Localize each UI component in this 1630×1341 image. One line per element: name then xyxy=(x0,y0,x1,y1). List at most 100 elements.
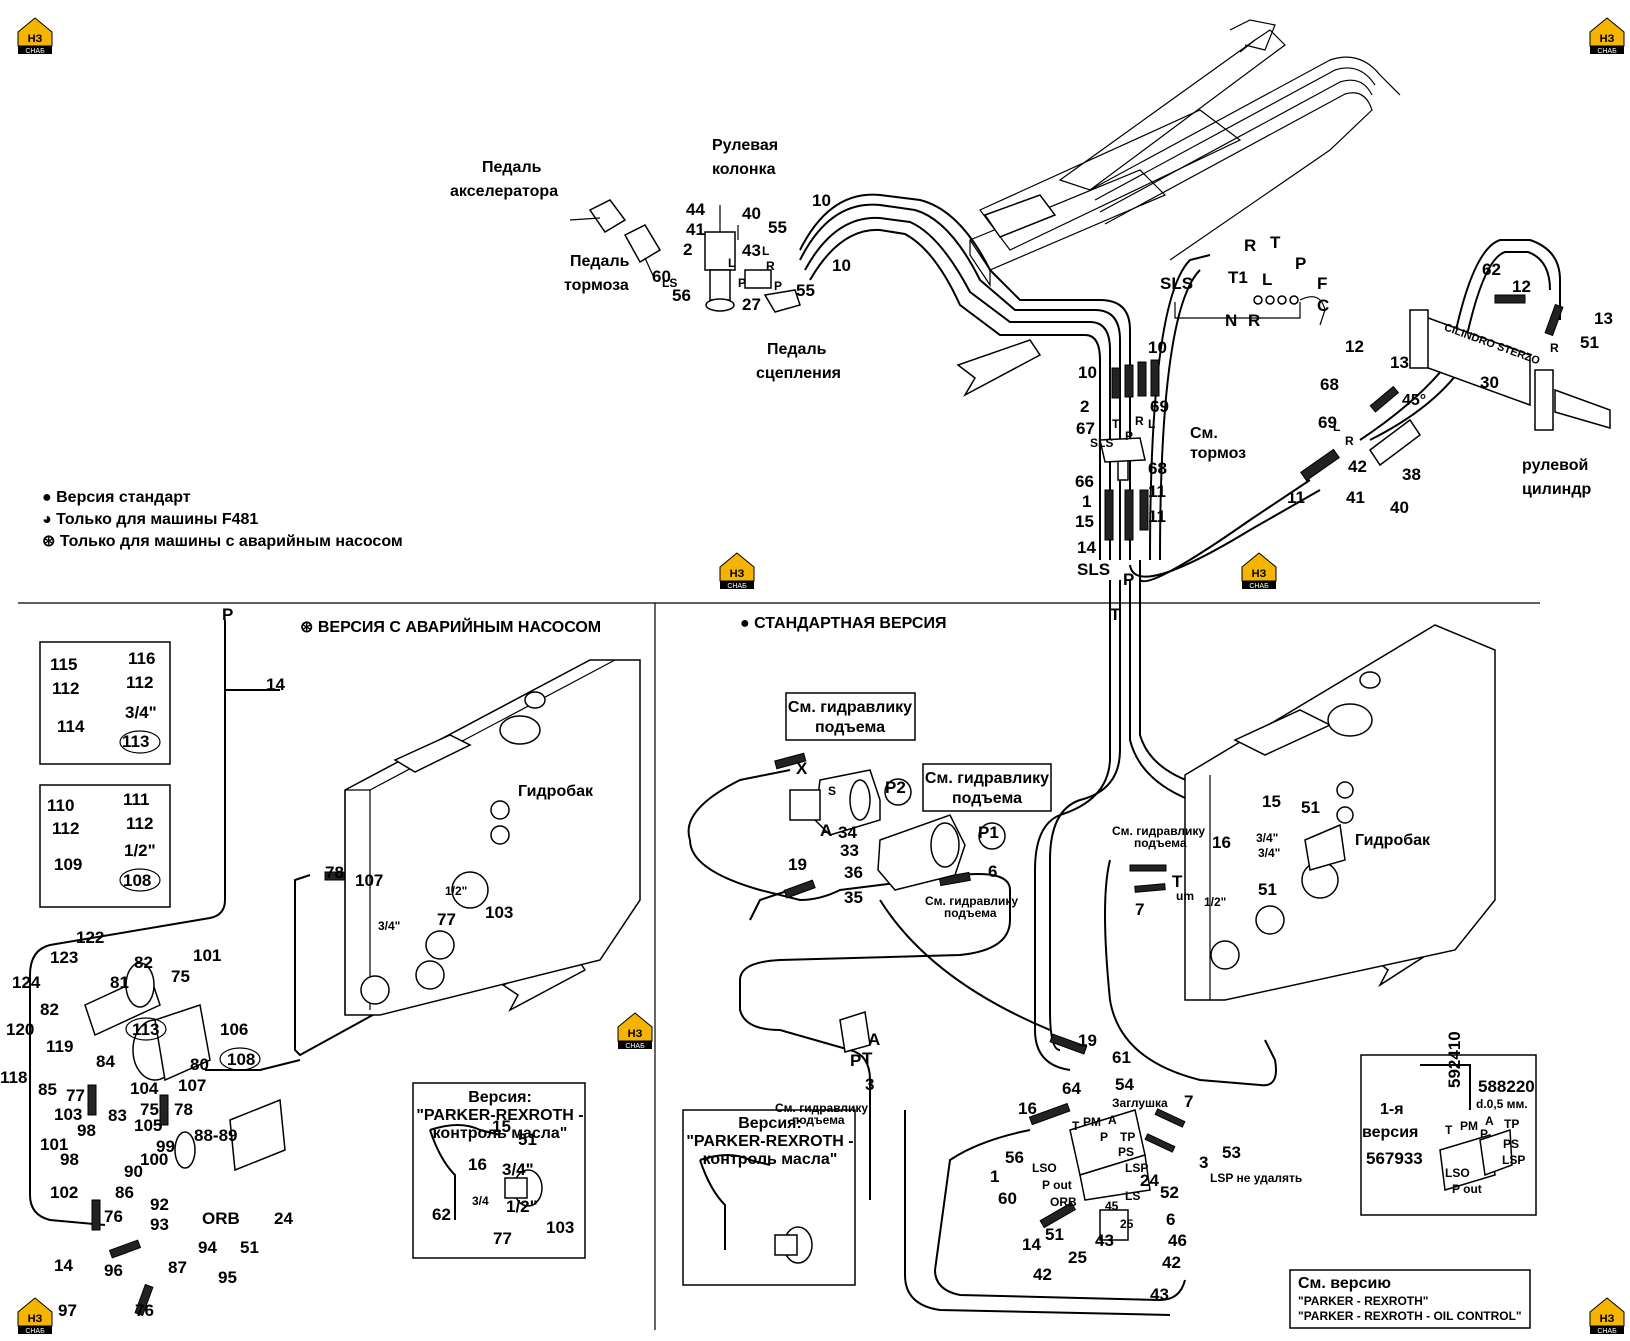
lift-box-b-text-2: подъема xyxy=(952,790,1022,807)
part-number-label: 97 xyxy=(58,1301,77,1320)
part-number-label: 3/4" xyxy=(378,919,400,933)
part-number-label: LS xyxy=(1125,1189,1140,1203)
part-number-label: P xyxy=(1123,570,1134,589)
part-number-label: F xyxy=(1317,274,1327,293)
part-number-label: 112 xyxy=(126,814,153,833)
clutch-pedal-label-2: сцепления xyxy=(756,365,841,382)
part-number-label: 12 xyxy=(1345,337,1364,356)
part-number-label: 10 xyxy=(1078,363,1097,382)
part-number-label: 123 xyxy=(50,948,78,967)
lift-box-a-text: См. гидравлику xyxy=(788,699,912,716)
part-number-label: 51 xyxy=(1258,880,1277,899)
lift-box-a-text-2: подъема xyxy=(815,719,885,736)
part-number-label: 113 xyxy=(122,732,149,751)
logo-bar xyxy=(720,581,754,589)
parker-left-text: Версия: xyxy=(468,1089,532,1106)
part-number-label: 75 xyxy=(140,1100,159,1119)
part-number-label: 84 xyxy=(96,1052,115,1071)
part-number-label: 27 xyxy=(742,295,761,314)
part-number-label: ORB xyxy=(202,1209,240,1228)
part-number-label: 68 xyxy=(1148,459,1167,478)
bracket-right xyxy=(1368,418,1422,467)
part-number-label: PS xyxy=(1503,1137,1519,1151)
part-number-label: P2 xyxy=(885,778,906,797)
part-number-label: 51 xyxy=(1580,333,1599,352)
part-number-label: 68 xyxy=(1320,375,1339,394)
part-number-label: TP xyxy=(1120,1130,1135,1144)
part-number-label: 106 xyxy=(220,1020,248,1039)
tank-right-label: Гидробак xyxy=(1355,832,1431,849)
logo-house-icon xyxy=(617,1012,653,1042)
part-number-label: 46 xyxy=(1168,1231,1187,1250)
part-number-label: 44 xyxy=(686,200,705,219)
part-number-label: R xyxy=(1244,236,1256,255)
logo-text: НЗ xyxy=(28,1313,43,1325)
part-number-label: 6 xyxy=(1166,1210,1175,1229)
part-number-label: TP xyxy=(1504,1117,1519,1131)
part-number-label: 60 xyxy=(652,267,671,286)
part-number-label: PM xyxy=(1083,1115,1101,1129)
circled-part-marker xyxy=(119,868,161,892)
part-number-label: 118 xyxy=(0,1068,27,1087)
part-number-label: 85 xyxy=(38,1080,57,1099)
part-number-label: 75 xyxy=(171,967,190,986)
part-number-label: 51 xyxy=(1045,1225,1064,1244)
part-number-label: C xyxy=(1317,296,1329,315)
part-number-label: 53 xyxy=(1222,1143,1241,1162)
logo-house-icon xyxy=(719,552,755,582)
part-number-label: 60 xyxy=(998,1189,1017,1208)
part-number-label: 41 xyxy=(1346,488,1365,507)
part-number-label: SLS xyxy=(1077,560,1110,579)
part-number-label: 41 xyxy=(686,220,705,239)
part-number-label: R xyxy=(766,259,775,273)
part-number-label: 107 xyxy=(178,1076,206,1095)
part-number-label: LSP xyxy=(1125,1161,1148,1175)
part-number-label: 94 xyxy=(198,1238,217,1257)
part-number-label: 43 xyxy=(1095,1231,1114,1250)
part-number-label: 1 xyxy=(1082,492,1091,511)
part-number-label: 115 xyxy=(50,655,77,674)
part-number-label: 120 xyxy=(6,1020,34,1039)
part-number-label: 82 xyxy=(134,953,153,972)
part-number-label: 108 xyxy=(227,1050,255,1069)
part-number-label: 7 xyxy=(1135,900,1144,919)
parker-mid-text-2: "PARKER-REXROTH - xyxy=(686,1133,853,1150)
part-number-label: 1/2" xyxy=(506,1197,538,1216)
parker-box-mid xyxy=(682,1109,856,1286)
part-number-label: PS xyxy=(1118,1145,1134,1159)
emergency-pump xyxy=(84,962,286,1172)
part-number-label: 122 xyxy=(76,928,104,947)
part-number-label: 15 xyxy=(492,1117,511,1136)
steering-cylinder-label-2: цилиндр xyxy=(1522,481,1591,498)
part-number-label: 92 xyxy=(150,1195,169,1214)
pump-marker xyxy=(884,778,912,806)
part-number-label: 69 xyxy=(1150,397,1169,416)
part-number-label: 11 xyxy=(1148,482,1166,501)
part-number-label: 3 xyxy=(1199,1153,1208,1172)
see-brake-label: См. xyxy=(1190,425,1218,442)
part-number-label: 96 xyxy=(104,1261,123,1280)
part-number-label: 78 xyxy=(174,1100,193,1119)
steering-cylinder: CILINDRO STERZO xyxy=(1409,309,1611,431)
first-version-drawing xyxy=(1420,1064,1513,1191)
small-valve-lift xyxy=(839,1011,871,1053)
legend: ● Версия стандарт ◕ Только для машины F4… xyxy=(42,489,403,550)
part-number-label: P xyxy=(222,605,233,624)
part-number-label: 7 xyxy=(1184,1092,1193,1111)
part-number-label: 64 xyxy=(1062,1079,1081,1098)
parker-mid-text-3: контроль масла" xyxy=(703,1151,838,1168)
part-number-label: 104 xyxy=(130,1079,159,1098)
part-number-label: 124 xyxy=(12,973,41,992)
part-number-label: R xyxy=(1345,434,1354,448)
legend-item-3: Только для машины с аварийным насосом xyxy=(60,533,403,550)
legend-item-1: Версия стандарт xyxy=(56,489,191,506)
part-number-label: 25 xyxy=(1068,1248,1087,1267)
lift-box-b-text: См. гидравлику xyxy=(925,770,1049,787)
part-number-label: T1 xyxy=(1228,268,1248,287)
logo-text: НЗ xyxy=(1600,33,1615,45)
part-number-label: 588220 xyxy=(1478,1077,1535,1096)
lsp-keep-label: LSP не удалять xyxy=(1210,1171,1302,1185)
